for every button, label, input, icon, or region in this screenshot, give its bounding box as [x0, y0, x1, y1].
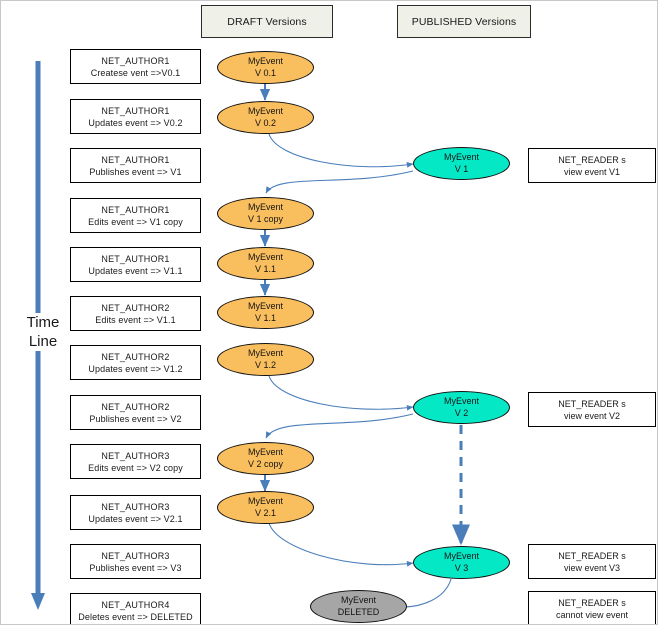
node-name: MyEvent — [247, 447, 283, 457]
draft-node[interactable]: MyEvent V 1.1 — [217, 296, 314, 329]
action-text: Createse vent =>V0.1 — [90, 67, 181, 78]
action-actor: NET_AUTHOR1 — [101, 55, 170, 66]
action-text: Publishes event => V3 — [89, 562, 182, 573]
reader-box[interactable]: NET_READER s cannot view event — [528, 591, 656, 624]
action-text: Edits event => V2 copy — [88, 462, 183, 473]
header-published-label: PUBLISHED Versions — [411, 15, 517, 28]
action-text: Updates event => V2.1 — [88, 513, 183, 524]
node-name: MyEvent — [247, 106, 283, 116]
action-text: Publishes event => V1 — [89, 166, 182, 177]
node-version: V 2 — [454, 407, 469, 418]
action-actor: NET_AUTHOR3 — [101, 501, 170, 512]
node-version: V 1.1 — [254, 263, 276, 274]
action-box[interactable]: NET_AUTHOR1 Createse vent =>V0.1 — [70, 49, 201, 84]
reader-actor: NET_READER s — [558, 597, 626, 608]
timeline-label-line2: Line — [15, 332, 71, 351]
node-version: V 2 copy — [247, 458, 284, 469]
node-name: MyEvent — [443, 152, 479, 162]
action-actor: NET_AUTHOR2 — [101, 351, 170, 362]
header-published-versions: PUBLISHED Versions — [397, 5, 531, 38]
node-version: V 3 — [454, 562, 469, 573]
draft-node[interactable]: MyEvent V 2.1 — [217, 491, 314, 524]
action-text: Updates event => V0.2 — [88, 117, 183, 128]
action-box[interactable]: NET_AUTHOR1 Updates event => V0.2 — [70, 99, 201, 134]
timeline-label: Time Line — [15, 313, 71, 351]
action-actor: NET_AUTHOR1 — [101, 253, 170, 264]
edge-v2-v2copy — [265, 413, 414, 439]
reader-box[interactable]: NET_READER s view event V1 — [528, 148, 656, 183]
action-text: Updates event => V1.1 — [88, 265, 183, 276]
draft-node[interactable]: MyEvent V 2 copy — [217, 442, 314, 475]
draft-node[interactable]: MyEvent V 0.1 — [217, 51, 314, 84]
node-name: MyEvent — [443, 551, 479, 561]
action-box[interactable]: NET_AUTHOR1 Edits event => V1 copy — [70, 198, 201, 233]
reader-box[interactable]: NET_READER s view event V3 — [528, 544, 656, 579]
action-actor: NET_AUTHOR3 — [101, 550, 170, 561]
deleted-node[interactable]: MyEvent DELETED — [310, 590, 407, 623]
edge-v1-v1copy — [265, 170, 414, 194]
draft-node[interactable]: MyEvent V 1.1 — [217, 247, 314, 280]
reader-actor: NET_READER s — [558, 154, 626, 165]
timeline-label-line1: Time — [15, 313, 71, 332]
node-version: V 0.2 — [254, 117, 276, 128]
published-node[interactable]: MyEvent V 1 — [413, 147, 510, 180]
action-actor: NET_AUTHOR3 — [101, 450, 170, 461]
action-box[interactable]: NET_AUTHOR2 Edits event => V1.1 — [70, 296, 201, 331]
node-version: V 1.2 — [254, 359, 276, 370]
action-text: Edits event => V1 copy — [88, 216, 183, 227]
action-box[interactable]: NET_AUTHOR3 Updates event => V2.1 — [70, 495, 201, 530]
action-actor: NET_AUTHOR1 — [101, 204, 170, 215]
node-version: V 1 copy — [247, 213, 284, 224]
action-box[interactable]: NET_AUTHOR2 Updates event => V1.2 — [70, 345, 201, 380]
reader-text: view event V2 — [563, 410, 621, 421]
draft-node[interactable]: MyEvent V 0.2 — [217, 101, 314, 134]
action-box[interactable]: NET_AUTHOR4 Deletes event => DELETED — [70, 593, 201, 624]
reader-text: cannot view event — [555, 609, 629, 620]
node-version: V 2.1 — [254, 507, 276, 518]
header-draft-versions: DRAFT Versions — [201, 5, 333, 38]
reader-actor: NET_READER s — [558, 550, 626, 561]
reader-actor: NET_READER s — [558, 398, 626, 409]
draft-node[interactable]: MyEvent V 1 copy — [217, 197, 314, 230]
reader-text: view event V3 — [563, 562, 621, 573]
action-text: Updates event => V1.2 — [88, 363, 183, 374]
action-actor: NET_AUTHOR2 — [101, 401, 170, 412]
reader-box[interactable]: NET_READER s view event V2 — [528, 392, 656, 427]
node-version: V 1.1 — [254, 312, 276, 323]
edge-v12-v2 — [268, 375, 414, 411]
node-name: MyEvent — [247, 202, 283, 212]
node-name: MyEvent — [247, 56, 283, 66]
node-name: MyEvent — [247, 252, 283, 262]
edge-v02-v1 — [268, 133, 414, 168]
action-box[interactable]: NET_AUTHOR2 Publishes event => V2 — [70, 395, 201, 430]
action-text: Publishes event => V2 — [89, 413, 182, 424]
action-text: Edits event => V1.1 — [95, 314, 176, 325]
edge-v21-v3 — [268, 522, 414, 567]
action-box[interactable]: NET_AUTHOR1 Publishes event => V1 — [70, 148, 201, 183]
published-node[interactable]: MyEvent V 2 — [413, 391, 510, 424]
published-node[interactable]: MyEvent V 3 — [413, 546, 510, 579]
action-box[interactable]: NET_AUTHOR3 Publishes event => V3 — [70, 544, 201, 579]
node-name: MyEvent — [247, 496, 283, 506]
draft-node[interactable]: MyEvent V 1.2 — [217, 343, 314, 376]
node-version: V 0.1 — [254, 67, 276, 78]
header-draft-label: DRAFT Versions — [227, 15, 307, 28]
node-version: V 1 — [454, 163, 469, 174]
action-actor: NET_AUTHOR2 — [101, 302, 170, 313]
action-actor: NET_AUTHOR1 — [101, 154, 170, 165]
action-actor: NET_AUTHOR4 — [101, 599, 170, 610]
node-version: DELETED — [337, 606, 380, 617]
node-name: MyEvent — [247, 348, 283, 358]
node-name: MyEvent — [247, 301, 283, 311]
action-box[interactable]: NET_AUTHOR3 Edits event => V2 copy — [70, 444, 201, 479]
action-box[interactable]: NET_AUTHOR1 Updates event => V1.1 — [70, 247, 201, 282]
node-name: MyEvent — [340, 595, 376, 605]
action-text: Deletes event => DELETED — [78, 611, 193, 622]
action-actor: NET_AUTHOR1 — [101, 105, 170, 116]
reader-text: view event V1 — [563, 166, 621, 177]
node-name: MyEvent — [443, 396, 479, 406]
